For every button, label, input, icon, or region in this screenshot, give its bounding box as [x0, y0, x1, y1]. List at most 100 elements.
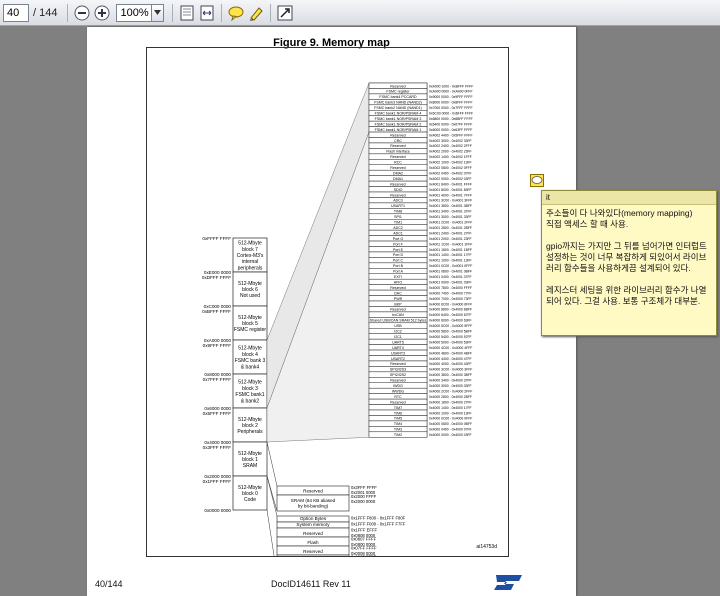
- toolbar-divider: [172, 3, 174, 22]
- peripheral-name: Shared USB/CAN SRAM 512 bytes: [370, 319, 427, 323]
- expand-arrow-icon: [277, 5, 293, 20]
- peripheral-address: 0x4001 0800 - 0x4001 0BFF: [429, 270, 472, 274]
- add-comment-button[interactable]: [227, 4, 245, 22]
- block-address: 0x7FFF FFFF: [203, 377, 232, 382]
- st-logo-icon: [494, 575, 522, 590]
- peripheral-address: 0x4000 3400 - 0x4000 37FF: [429, 379, 472, 383]
- peripheral-address: 0x4000 7000 - 0x4000 73FF: [429, 297, 472, 301]
- block-label: block 6: [242, 287, 258, 293]
- block-address: 0xFFFF FFFF: [202, 236, 231, 241]
- peripheral-name: TIM2: [394, 433, 402, 437]
- block-label: block 1: [242, 457, 258, 463]
- comment-note-icon[interactable]: [530, 174, 544, 187]
- block-address: 0x1FFF FFFF: [203, 479, 232, 484]
- peripheral-name: Reserved: [390, 379, 405, 383]
- peripheral-name: Port A: [393, 270, 403, 274]
- sram-label: Reserved: [303, 489, 323, 494]
- code-address: 0x07FF FFFF: [351, 546, 377, 551]
- peripheral-name: I2C2: [394, 330, 402, 334]
- peripheral-name: FSMC bank4 PCCARD: [379, 95, 417, 99]
- fit-width-icon: [200, 5, 214, 20]
- block-label: 512-Mbyte: [238, 451, 262, 457]
- peripheral-address: 0x4000 0000 - 0x4000 03FF: [429, 433, 472, 437]
- code-address: 0x0807 FFFF: [351, 537, 377, 542]
- peripheral-name: FSMC bank3 NAND (NAND2): [374, 101, 422, 105]
- block-address: 0x9FFF FFFF: [203, 343, 232, 348]
- page-number-input[interactable]: [3, 3, 29, 22]
- footer-doc-id: DocID14611 Rev 11: [271, 579, 351, 589]
- peripheral-name: USB: [394, 324, 402, 328]
- peripheral-name: SPI2/I2S2: [390, 373, 406, 377]
- peripheral-name: AFIO: [394, 280, 403, 284]
- peripheral-address: 0x8000 0000 - 0x8FFF FFFF: [429, 101, 473, 105]
- peripheral-address: 0x4001 3000 - 0x4001 33FF: [429, 215, 472, 219]
- block-label: block 2: [242, 423, 258, 429]
- peripheral-name: Port C: [393, 259, 404, 263]
- peripheral-address: 0xA000 0000 - 0xA000 0FFF: [429, 90, 473, 94]
- peripheral-name: Port B: [393, 264, 404, 268]
- peripheral-address: 0x4000 5800 - 0x4000 5BFF: [429, 330, 472, 334]
- peripheral-name: FSMC bank1 NOR/PSRAM 3: [375, 117, 422, 121]
- zoom-out-button[interactable]: [73, 4, 91, 22]
- peripheral-address: 0x4001 1800 - 0x4001 1BFF: [429, 248, 472, 252]
- code-address: 0x1FFF EFFF: [351, 528, 377, 533]
- block-address: 0x2000 0000: [204, 474, 231, 479]
- peripheral-name: ADC1: [393, 231, 403, 235]
- block-label: internal: [242, 259, 258, 265]
- peripheral-address: 0x4002 2400 - 0x4002 2FFF: [429, 144, 472, 148]
- block-address: 0x8000 0000: [204, 372, 231, 377]
- zoom-dropdown-button[interactable]: [152, 3, 165, 22]
- block-address: 0xE000 0000: [204, 270, 232, 275]
- peripheral-name: WWDG: [392, 389, 404, 393]
- fullscreen-button[interactable]: [276, 4, 294, 22]
- peripheral-name: TIM5: [394, 417, 402, 421]
- peripheral-name: TIM8: [394, 210, 402, 214]
- peripheral-name: FSMC register: [386, 90, 410, 94]
- peripheral-name: TIM7: [394, 406, 402, 410]
- peripheral-name: Reserved: [390, 362, 405, 366]
- highlighter-pen-icon: [250, 6, 264, 21]
- peripheral-address: 0x4000 4800 - 0x4000 4BFF: [429, 351, 472, 355]
- peripheral-name: DMA1: [393, 177, 403, 181]
- peripheral-address: 0x4001 3400 - 0x4001 37FF: [429, 210, 472, 214]
- comment-text: 주소들이 다 나와있다(memory mapping) 직접 액세스 할 때 사…: [546, 208, 707, 306]
- highlight-button[interactable]: [247, 4, 265, 22]
- peripheral-address: 0x4001 2400 - 0x4001 27FF: [429, 231, 472, 235]
- fit-width-button[interactable]: [198, 4, 216, 22]
- peripheral-name: UART5: [392, 340, 404, 344]
- peripheral-address: 0x4000 0C00 - 0x4000 0FFF: [429, 417, 472, 421]
- peripheral-name: EXTI: [394, 275, 402, 279]
- peripheral-address: 0x6400 0000 - 0x67FF FFFF: [429, 122, 472, 126]
- code-address: 0x1FFF F000 - 0x1FFF F7FF: [351, 522, 406, 527]
- peripheral-address: 0x4000 5400 - 0x4000 57FF: [429, 335, 472, 339]
- figure-title: Figure 9. Memory map: [273, 37, 390, 49]
- sram-address: 0x3FFF FFFF: [351, 485, 377, 490]
- memory-block: [232, 407, 268, 443]
- peripheral-name: FSMC bank2 NAND (NAND1): [374, 106, 422, 110]
- footer-page-number: 40/144: [95, 579, 123, 589]
- block-label: 512-Mbyte: [238, 315, 262, 321]
- block-address: 0x6000 0000: [204, 406, 231, 411]
- peripheral-address: 0x4002 0400 - 0x4002 07FF: [429, 171, 472, 175]
- peripheral-address: 0x4002 0800 - 0x4002 0FFF: [429, 166, 472, 170]
- peripheral-address: 0x4001 1000 - 0x4001 13FF: [429, 259, 472, 263]
- comment-popup[interactable]: it 주소들이 다 나와있다(memory mapping) 직접 액세스 할 …: [541, 190, 717, 336]
- zoom-in-button[interactable]: [93, 4, 111, 22]
- peripheral-address: 0x4000 2800 - 0x4000 2BFF: [429, 395, 472, 399]
- peripheral-address: 0x4001 2C00 - 0x4001 2FFF: [429, 221, 472, 225]
- code-label: Flash: [307, 540, 319, 545]
- peripheral-address: 0x4000 6400 - 0x4000 67FF: [429, 313, 472, 317]
- code-label: Reserved: [303, 531, 323, 536]
- block-label: block 4: [242, 352, 258, 358]
- pdf-toolbar: / 144 100%: [0, 0, 720, 26]
- page-total: / 144: [33, 6, 58, 19]
- zoom-level-field[interactable]: 100%: [116, 3, 153, 22]
- fit-page-button[interactable]: [178, 4, 196, 22]
- zoom-out-icon: [74, 5, 90, 20]
- chevron-down-icon: [154, 10, 162, 15]
- block-label: 512-Mbyte: [238, 346, 262, 352]
- peripheral-address: 0x4000 1800 - 0x4000 27FF: [429, 400, 472, 404]
- peripheral-address: 0x4000 7400 - 0x4000 77FF: [429, 291, 472, 295]
- peripheral-name: Reserved: [390, 308, 405, 312]
- peripheral-address: 0x4001 2800 - 0x4001 2BFF: [429, 226, 472, 230]
